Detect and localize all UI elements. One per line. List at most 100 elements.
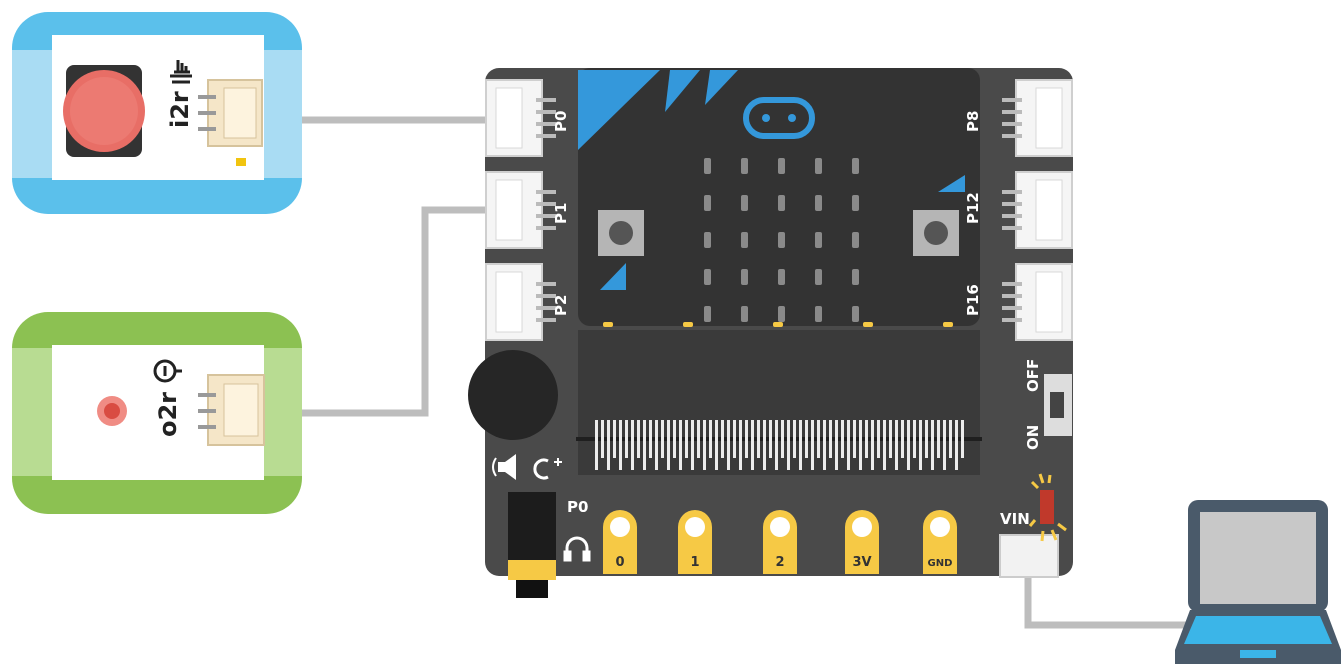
matrix-led [852, 269, 859, 285]
power-led [1040, 490, 1054, 524]
edge-pin [955, 420, 958, 470]
edge-pin [667, 420, 670, 470]
laptop-screen [1200, 512, 1316, 604]
edge-pin [607, 420, 610, 470]
grove-port-p1[interactable]: P1 [485, 171, 570, 249]
edge-pin [835, 420, 838, 470]
laptop-trackpad [1240, 650, 1276, 658]
edge-pin [793, 420, 796, 458]
pad-2[interactable]: 2 [763, 510, 797, 574]
button-a[interactable] [598, 210, 644, 256]
microbit-accent-stripes [578, 70, 965, 290]
port-label-p1: P1 [552, 203, 570, 224]
wire-vin-laptop [1024, 575, 1190, 629]
edge-pin [811, 420, 814, 470]
edge-pin [907, 420, 910, 470]
grove-port-p0[interactable]: P0 [485, 79, 570, 157]
edge-pin [895, 420, 898, 470]
matrix-led [704, 232, 711, 248]
reset-icon [533, 458, 562, 480]
laptop-icon [1175, 500, 1341, 664]
edge-pin [649, 420, 652, 458]
led-matrix [704, 158, 859, 322]
switch-on-label: ON [1024, 425, 1042, 450]
matrix-led [815, 158, 822, 174]
matrix-led [852, 232, 859, 248]
pad-0[interactable]: 0 [603, 510, 637, 574]
matrix-led [852, 306, 859, 322]
edge-pin [799, 420, 802, 470]
matrix-led [778, 158, 785, 174]
edge-pin [853, 420, 856, 458]
edge-pin [841, 420, 844, 458]
edge-pin [937, 420, 940, 458]
matrix-led [704, 195, 711, 211]
grove-port-p12[interactable]: P12 [964, 171, 1073, 249]
led-connector [198, 374, 265, 446]
port-label-p0: P0 [552, 111, 570, 132]
edge-pin [805, 420, 808, 458]
edge-pin [817, 420, 820, 458]
matrix-led [852, 158, 859, 174]
edge-pin [775, 420, 778, 470]
gold-pads: 0 1 2 3V GND [603, 510, 957, 574]
edge-pin [643, 420, 646, 470]
pad-gnd[interactable]: GND [923, 510, 957, 574]
edge-pin [943, 420, 946, 470]
edge-pin [601, 420, 604, 458]
pad-3v[interactable]: 3V [845, 510, 879, 574]
button-module: i2r [12, 12, 302, 214]
matrix-led [815, 269, 822, 285]
edge-connector-dots [603, 322, 953, 327]
pad-label: GND [928, 558, 953, 569]
edge-pin [733, 420, 736, 458]
edge-pin [781, 420, 784, 458]
matrix-led [741, 232, 748, 248]
edge-pin [721, 420, 724, 458]
edge-pin [631, 420, 634, 470]
edge-pin [595, 420, 598, 470]
lightbulb-icon [153, 359, 182, 383]
port-label-p16: P16 [964, 284, 982, 316]
matrix-led [741, 306, 748, 322]
edge-pin [889, 420, 892, 458]
edge-pin [871, 420, 874, 470]
grove-port-p16[interactable]: P16 [964, 263, 1073, 341]
edge-pin [625, 420, 628, 458]
grove-port-p2[interactable]: P2 [485, 263, 570, 341]
pad-1[interactable]: 1 [678, 510, 712, 574]
edge-pin [685, 420, 688, 458]
edge-pin [679, 420, 682, 470]
edge-pin [865, 420, 868, 458]
edge-pin [751, 420, 754, 470]
pad-label: 0 [615, 555, 624, 570]
audio-port-label: P0 [567, 498, 588, 516]
edge-pin [877, 420, 880, 458]
matrix-led [778, 306, 785, 322]
vin-port [999, 534, 1059, 578]
port-label-p8: P8 [964, 111, 982, 132]
button-b[interactable] [913, 210, 959, 256]
pad-label: 2 [775, 555, 784, 570]
edge-pin [901, 420, 904, 458]
edge-pin [637, 420, 640, 458]
edge-pin [655, 420, 658, 470]
edge-pin [715, 420, 718, 470]
edge-pin [913, 420, 916, 458]
grove-port-p8[interactable]: P8 [964, 79, 1073, 157]
matrix-led [704, 158, 711, 174]
edge-pin [847, 420, 850, 470]
button-module-label: i2r [166, 91, 194, 128]
matrix-led [815, 232, 822, 248]
vin-label: VIN [1000, 510, 1030, 528]
edge-pin [619, 420, 622, 470]
edge-pin [763, 420, 766, 470]
laptop-keyboard [1184, 616, 1332, 644]
edge-pin [919, 420, 922, 470]
switch-off-label: OFF [1024, 359, 1042, 392]
matrix-led [852, 195, 859, 211]
pad-label: 3V [852, 555, 871, 570]
